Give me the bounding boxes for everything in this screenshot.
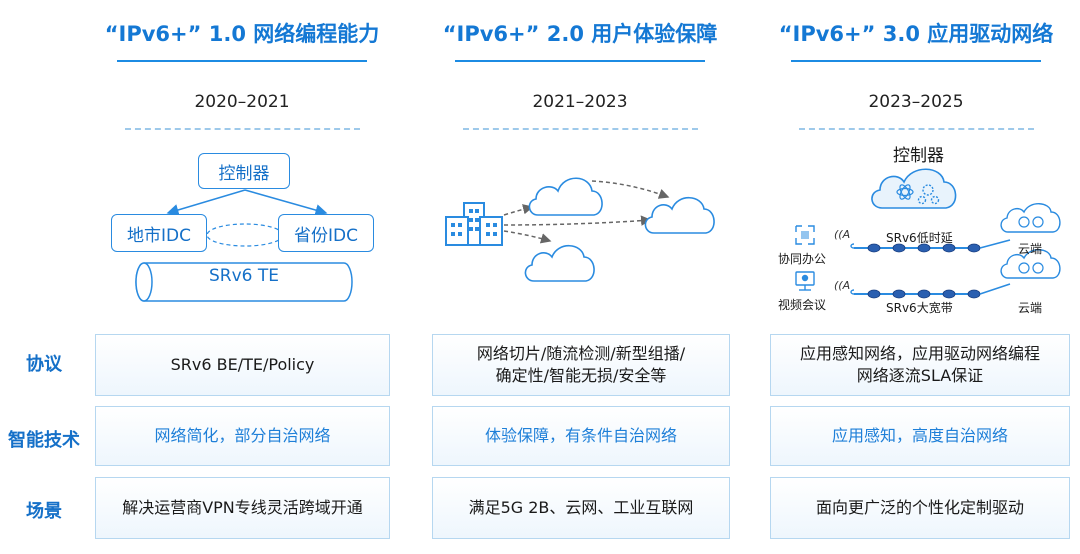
phase-1-years: 2020–2021 [194,92,290,112]
router-row-2 [867,289,981,299]
controller-to-left-arrow [166,189,246,216]
row1-right-label: 云端 [1018,242,1043,256]
phase-3-divider [799,128,1034,130]
row2-link-label: SRv6大宽带 [886,301,953,315]
row2-left-label: 视频会议 [778,298,827,312]
phase-3-years: 2023–2025 [868,92,964,112]
cell-intelligence-3: 应用感知，高度自治网络 [770,406,1070,466]
row1-link-label: SRv6低时延 [886,231,953,245]
row2-right-label: 云端 [1018,301,1043,315]
arrow-to-cloud-2 [503,215,652,226]
phase-3-title-rule [791,60,1041,62]
gears-icon [917,184,940,205]
diagram-3-app-driven: ((A ((A [795,168,1061,299]
controller-cloud-icon [871,168,957,209]
antenna-1-icon: ((A [834,228,850,241]
row-label-scenario: 场景 [26,501,62,522]
cloud-1-icon [528,177,603,216]
building-icon [445,202,503,246]
phase-1-divider [125,128,360,130]
controller-box: 控制器 [198,153,290,189]
phase-2-divider [463,128,698,130]
right-idc-box: 省份IDC [278,214,374,252]
antenna-2-icon: ((A [834,279,850,292]
router-row-1 [867,243,981,253]
arrow-cloud-1-to-2 [591,180,670,199]
cell-intelligence-1: 网络简化，部分自治网络 [95,406,390,466]
phase-3-title: “IPv6+” 3.0 应用驱动网络 [778,22,1054,46]
row1-left-label: 协同办公 [778,252,827,266]
phase-1-title-rule [117,60,367,62]
cell-intelligence-2: 体验保障，有条件自治网络 [432,406,730,466]
cloud-end-2-icon [1000,249,1061,279]
controller-to-right-arrow [244,189,328,216]
tunnel-label: SRv6 TE [208,266,279,286]
arrow-to-cloud-3 [503,230,552,244]
left-idc-box: 地市IDC [111,214,207,252]
cell-protocol-3: 应用感知网络，应用驱动网络编程 网络逐流SLA保证 [770,334,1070,396]
cell-protocol-1: SRv6 BE/TE/Policy [95,334,390,396]
office-icon [795,225,815,245]
phase-2-years: 2021–2023 [532,92,628,112]
diagram-3-controller-label: 控制器 [893,146,944,166]
dashed-link-ellipse [206,223,284,247]
cloud-end-1-icon [1000,203,1061,233]
cloud-2-icon [644,196,715,234]
cell-scenario-1: 解决运营商VPN专线灵活跨域开通 [95,477,390,539]
cloud-3-icon [524,244,595,282]
phase-2-title-rule [455,60,705,62]
diagram-2-cloud-network [445,177,715,282]
cell-protocol-2: 网络切片/随流检测/新型组播/ 确定性/智能无损/安全等 [432,334,730,396]
row-label-intelligence: 智能技术 [8,430,80,451]
arrow-to-cloud-1 [503,204,534,216]
phase-2-title: “IPv6+” 2.0 用户体验保障 [442,22,718,46]
row-label-protocol: 协议 [26,354,62,375]
atom-icon [896,184,914,200]
cell-scenario-2: 满足5G 2B、云网、工业互联网 [432,477,730,539]
video-icon [795,271,815,291]
phase-1-title: “IPv6+” 1.0 网络编程能力 [104,22,380,46]
cell-scenario-3: 面向更广泛的个性化定制驱动 [770,477,1070,539]
